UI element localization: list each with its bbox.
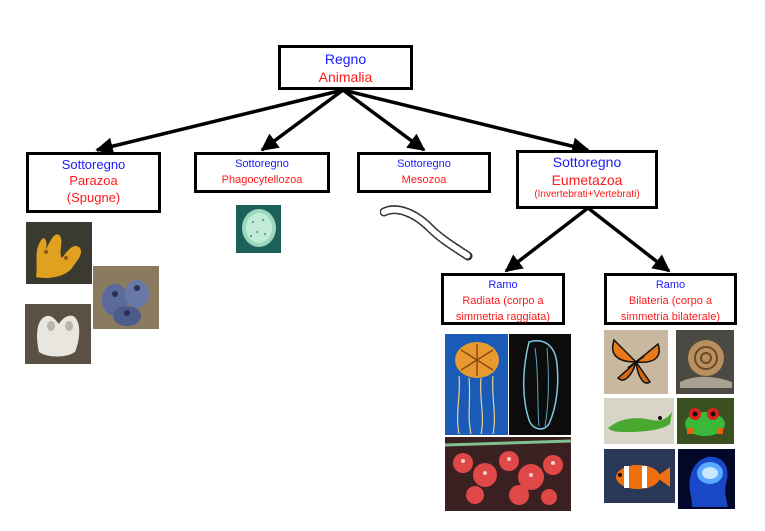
arrow-to-bilateria bbox=[586, 206, 671, 273]
node-phagocytellozoa: Sottoregno Phagocytellozoa bbox=[194, 152, 330, 193]
snail-photo bbox=[676, 330, 734, 394]
radiata-line1: Radiata (corpo a bbox=[462, 294, 544, 307]
arrow-to-eumetazoa bbox=[342, 88, 590, 155]
eumetazoa-extra: (Invertebrati+Vertebrati) bbox=[534, 189, 640, 200]
coral-photo bbox=[445, 437, 571, 511]
root-label: Regno bbox=[324, 51, 367, 67]
node-parazoa: Sottoregno Parazoa (Spugne) bbox=[26, 152, 161, 213]
bilateria-label: Ramo bbox=[655, 279, 686, 291]
parazoa-extra: (Spugne) bbox=[66, 189, 121, 205]
mesozoa-name: Mesozoa bbox=[401, 173, 447, 186]
iguana-photo bbox=[604, 398, 674, 444]
arrow-to-phagocytellozoa bbox=[260, 88, 345, 152]
parazoa-label: Sottoregno bbox=[61, 157, 126, 172]
arrow-to-mesozoa bbox=[341, 88, 426, 152]
root-node: Regno Animalia bbox=[278, 45, 413, 90]
human-head-photo bbox=[678, 449, 735, 509]
comb-jelly-photo bbox=[509, 334, 571, 435]
node-radiata: Ramo Radiata (corpo a simmetria raggiata… bbox=[441, 273, 565, 325]
eumetazoa-name: Eumetazoa bbox=[551, 171, 623, 188]
clownfish-photo bbox=[604, 449, 675, 503]
trichoplax-photo bbox=[236, 205, 281, 253]
eumetazoa-label: Sottoregno bbox=[552, 154, 622, 170]
arrow-to-parazoa bbox=[95, 88, 344, 155]
node-bilateria: Ramo Bilateria (corpo a simmetria bilate… bbox=[604, 273, 737, 325]
arrow-to-radiata bbox=[504, 206, 590, 273]
sponge-blue-photo bbox=[93, 266, 159, 329]
root-name: Animalia bbox=[318, 68, 373, 85]
butterfly-photo bbox=[604, 330, 668, 394]
tree-frog-photo bbox=[677, 398, 734, 444]
mesozoa-label: Sottoregno bbox=[397, 158, 451, 170]
radiata-line2: simmetria raggiata) bbox=[455, 310, 551, 323]
jellyfish-photo bbox=[445, 334, 508, 435]
node-mesozoa: Sottoregno Mesozoa bbox=[357, 152, 491, 193]
radiata-label: Ramo bbox=[488, 279, 518, 291]
phagocytellozoa-label: Sottoregno bbox=[235, 158, 289, 170]
sponge-yellow-photo bbox=[26, 222, 92, 284]
parazoa-name: Parazoa bbox=[69, 173, 118, 189]
phagocytellozoa-name: Phagocytellozoa bbox=[221, 173, 303, 186]
sponge-white-photo bbox=[25, 304, 91, 364]
bilateria-line1: Bilateria (corpo a bbox=[628, 294, 713, 307]
mesozoa-sketch bbox=[380, 204, 474, 264]
node-eumetazoa: Sottoregno Eumetazoa (Invertebrati+Verte… bbox=[516, 150, 658, 209]
bilateria-line2: simmetria bilaterale) bbox=[620, 310, 721, 323]
